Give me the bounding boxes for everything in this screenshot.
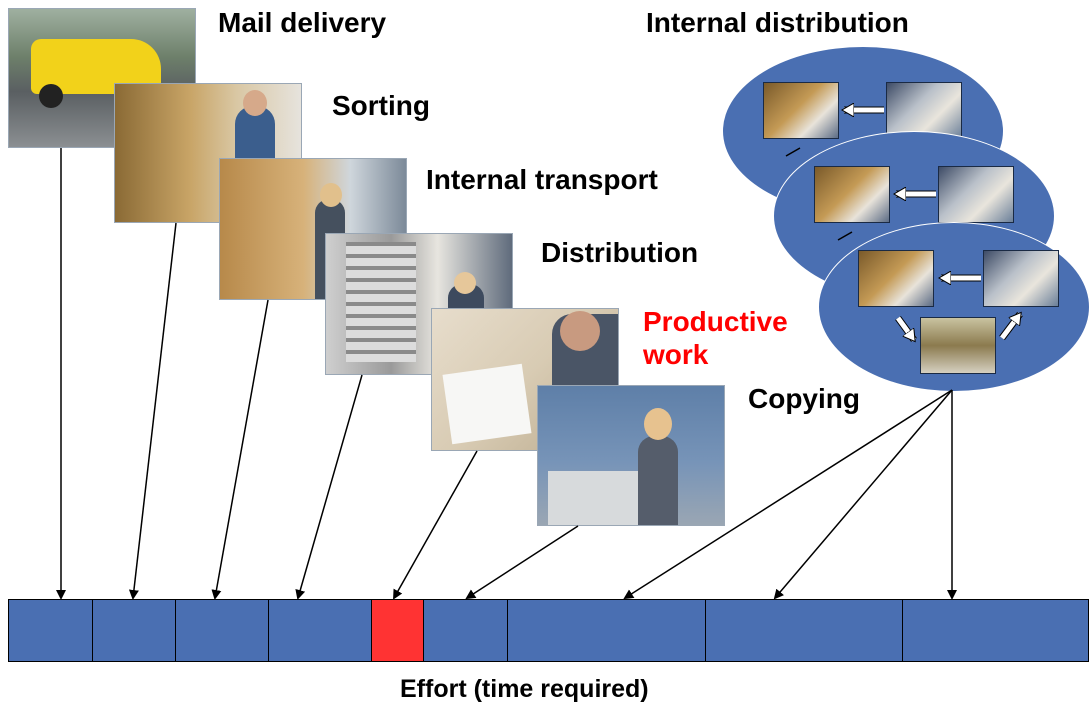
effort-segment-internal-distribution-2 (705, 599, 903, 662)
label-copying: Copying (748, 383, 860, 414)
effort-segment-internal-distribution-3 (902, 599, 1089, 662)
arrow-sorting (128, 222, 177, 600)
flow-arrow-shelves-to-hallway (895, 316, 917, 340)
mini-photo-shelves (763, 82, 839, 139)
arrow-internal-transport (211, 299, 269, 600)
effort-segment-internal-transport (175, 599, 269, 662)
arrow-productive-work (393, 450, 478, 600)
mini-photo-hallway (920, 317, 996, 374)
label-internal-distribution: Internal distribution (646, 7, 909, 38)
label-productive-work-line2: work (643, 339, 709, 370)
arrow-internal-distribution-2 (773, 389, 953, 600)
mini-photo-rack (938, 166, 1014, 223)
effort-segment-distribution (268, 599, 372, 662)
mini-photo-shelves (814, 166, 890, 223)
productive-work-photo (431, 308, 619, 451)
effort-segment-mail-delivery (8, 599, 93, 662)
arrow-distribution (295, 374, 363, 600)
mini-photo-rack (886, 82, 962, 139)
flow-arrow-partial (785, 147, 801, 157)
label-distribution: Distribution (541, 237, 699, 268)
flow-arrow-partial (837, 231, 853, 241)
arrow-copying (465, 525, 579, 600)
label-mail-delivery: Mail delivery (218, 7, 387, 38)
mini-photo-rack (983, 250, 1059, 307)
arrow-internal-distribution-1 (623, 389, 953, 600)
label-sorting: Sorting (332, 90, 430, 121)
effort-segment-internal-distribution-1 (507, 599, 706, 662)
label-productive-work-line1: Productive (643, 306, 788, 337)
effort-segment-copying (423, 599, 508, 662)
copying-photo (537, 385, 725, 526)
flow-arrow-hallway-to-rack (1000, 314, 1022, 340)
mini-photo-shelves (858, 250, 934, 307)
label-internal-transport: Internal transport (426, 164, 658, 195)
x-axis-label: Effort (time required) (400, 675, 649, 703)
